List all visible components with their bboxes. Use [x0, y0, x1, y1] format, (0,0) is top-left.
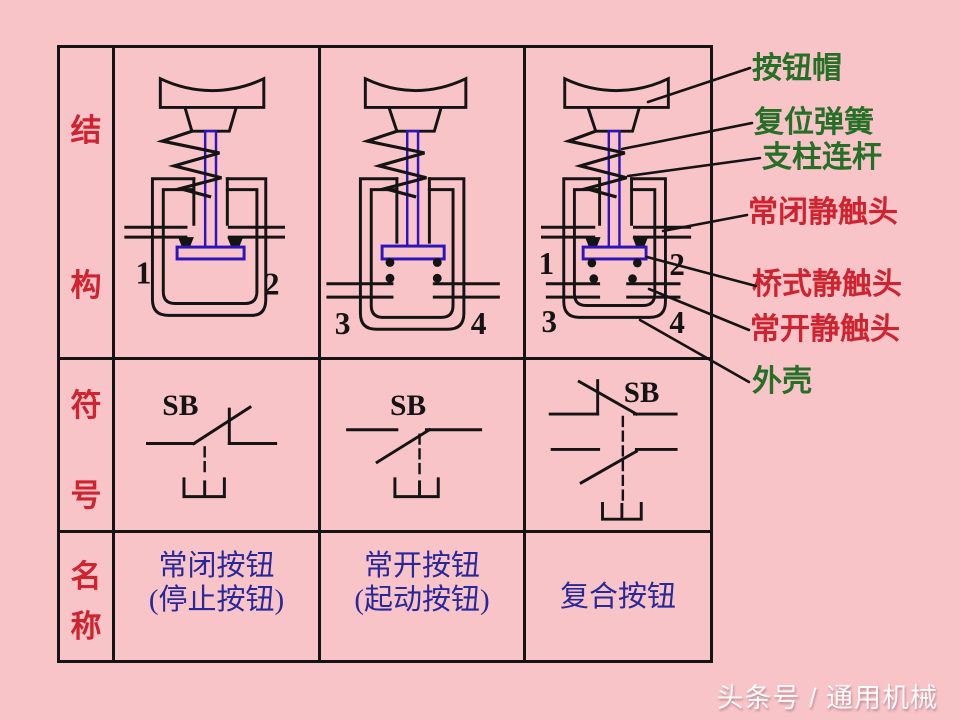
grid-line-horizontal — [60, 530, 710, 533]
terminal-number: 1 — [539, 245, 554, 280]
nc-static-contact-bars — [124, 225, 285, 239]
structure-diagram-nc-button: 1 2 — [115, 48, 318, 357]
terminal-number: 4 — [669, 305, 685, 340]
terminal-number: 2 — [264, 267, 280, 302]
contact-blade — [375, 427, 432, 465]
bridge-contact-shape — [175, 245, 246, 261]
structure-diagram-compound-button: 1 2 3 4 — [526, 48, 710, 357]
name-cell-no-button: 常开按钮 (起动按钮) — [321, 533, 523, 660]
symbol-no-button: SB — [321, 360, 523, 530]
terminal-number: 1 — [136, 256, 152, 291]
row-header-char: 称 — [70, 609, 102, 644]
annotation-housing: 外壳 — [752, 365, 812, 398]
pushbutton-actuator — [601, 501, 643, 521]
no-contact-blade — [579, 449, 639, 485]
contact-blade — [191, 405, 253, 446]
button-alt-name: (起动按钮) — [354, 584, 490, 616]
button-comparison-table: 结 构 符 号 名 称 — [57, 45, 713, 663]
annotation-button-cap: 按钮帽 — [752, 52, 842, 85]
bridge-contact-dot — [633, 258, 642, 268]
annotation-no-static-contact: 常开静触头 — [750, 313, 900, 346]
symbol-designator: SB — [390, 390, 426, 422]
annotation-nc-static-contact: 常闭静触头 — [748, 196, 898, 229]
no-static-contact-bars — [545, 282, 681, 299]
pushbutton-actuator — [182, 477, 226, 499]
button-alt-name: (停止按钮) — [148, 584, 285, 616]
terminal-number: 3 — [335, 306, 351, 341]
watermark-text: 头条号 / 通用机械 — [716, 683, 938, 713]
no-static-contact-bars — [326, 282, 500, 299]
nc-static-contact-bars — [541, 225, 692, 239]
annotation-stem-link: 支柱连杆 — [762, 141, 882, 174]
cap-neck-shape — [585, 105, 642, 133]
no-button-symbol-drawing: SB — [346, 390, 483, 499]
grid-line-vertical — [523, 48, 526, 660]
bridge-contact-shape — [380, 244, 446, 261]
compound-button-symbol-drawing: SB — [548, 377, 678, 521]
static-contact-dot — [589, 274, 599, 284]
no-button-structure-drawing: 3 4 — [326, 76, 500, 341]
row-header-name: 名 称 — [60, 533, 112, 660]
row-header-structure: 结 构 — [60, 48, 112, 357]
bridge-contact-dot — [432, 257, 442, 267]
button-name: 常闭按钮 — [158, 550, 275, 582]
grid-line-horizontal — [60, 357, 710, 360]
terminal-number: 4 — [471, 306, 487, 341]
terminal-number: 3 — [541, 304, 556, 339]
row-header-char: 号 — [70, 478, 102, 513]
button-cap-shape — [563, 76, 670, 109]
pushbutton-actuator — [393, 477, 440, 499]
housing-inner-shape — [369, 188, 455, 319]
bridge-contact-dot — [587, 258, 597, 268]
cavity-wall-lines — [192, 177, 229, 226]
nc-contact-blade — [577, 379, 639, 417]
name-cell-compound-button: 复合按钮 — [526, 533, 710, 660]
button-cap-shape — [158, 76, 266, 109]
static-contact-dot — [628, 274, 637, 284]
terminal-number: 2 — [669, 246, 684, 281]
name-cell-nc-button: 常闭按钮 (停止按钮) — [115, 533, 318, 660]
bridge-contact-shape — [581, 245, 648, 261]
grid-line-vertical — [318, 48, 321, 660]
symbol-nc-button: SB — [115, 360, 318, 530]
row-header-char: 构 — [70, 268, 102, 303]
row-header-char: 符 — [70, 388, 102, 423]
structure-diagram-no-button: 3 4 — [321, 48, 523, 357]
cap-neck-shape — [182, 105, 239, 133]
symbol-compound-button: SB — [526, 360, 710, 530]
cavity-wall-lines — [598, 177, 634, 226]
symbol-designator: SB — [162, 390, 198, 422]
annotation-bridge-contact: 桥式静触头 — [752, 268, 902, 301]
housing-outer-shape — [358, 177, 466, 331]
annotation-reset-spring: 复位弹簧 — [754, 106, 874, 139]
row-header-symbol: 符 号 — [60, 360, 112, 530]
housing-outer-shape — [150, 177, 268, 317]
symbol-designator: SB — [624, 377, 660, 409]
nc-button-symbol-drawing: SB — [146, 390, 278, 499]
static-contact-dot — [385, 273, 395, 283]
bridge-contact-dot — [385, 257, 395, 267]
grid-line-vertical — [112, 48, 115, 660]
compound-button-structure-drawing: 1 2 3 4 — [539, 76, 692, 340]
housing-inner-shape — [161, 188, 259, 306]
row-header-char: 结 — [70, 113, 102, 148]
cavity-wall-lines — [395, 177, 431, 244]
nc-button-structure-drawing: 1 2 — [124, 76, 285, 317]
button-name: 复合按钮 — [559, 580, 676, 613]
cap-neck-shape — [386, 105, 444, 133]
button-cap-shape — [363, 76, 468, 109]
row-header-char: 名 — [70, 559, 102, 594]
static-contact-dot — [432, 273, 442, 283]
button-name: 常开按钮 — [363, 550, 480, 582]
